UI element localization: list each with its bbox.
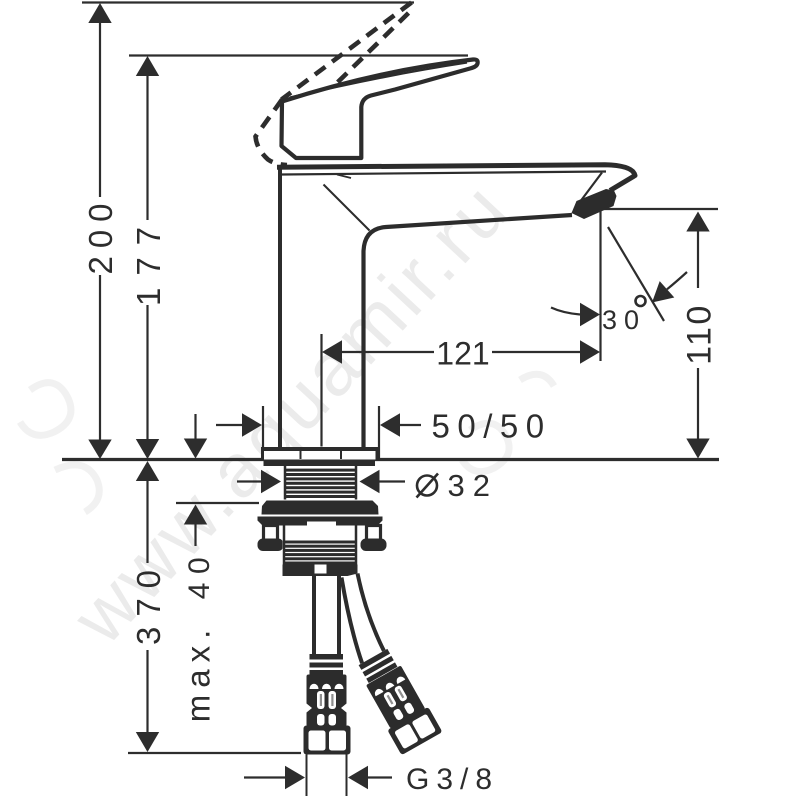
svg-text:32: 32	[448, 468, 498, 503]
svg-text:30: 30	[602, 305, 646, 335]
svg-text:40: 40	[183, 549, 216, 599]
svg-text:121: 121	[436, 336, 489, 372]
svg-text:110: 110	[681, 303, 719, 365]
svg-text:max.: max.	[180, 623, 217, 723]
svg-text:G3/8: G3/8	[406, 763, 499, 796]
svg-text:370: 370	[130, 560, 167, 645]
svg-text:177: 177	[130, 215, 167, 306]
svg-text:200: 200	[82, 195, 119, 274]
svg-text:50/50: 50/50	[432, 408, 552, 445]
